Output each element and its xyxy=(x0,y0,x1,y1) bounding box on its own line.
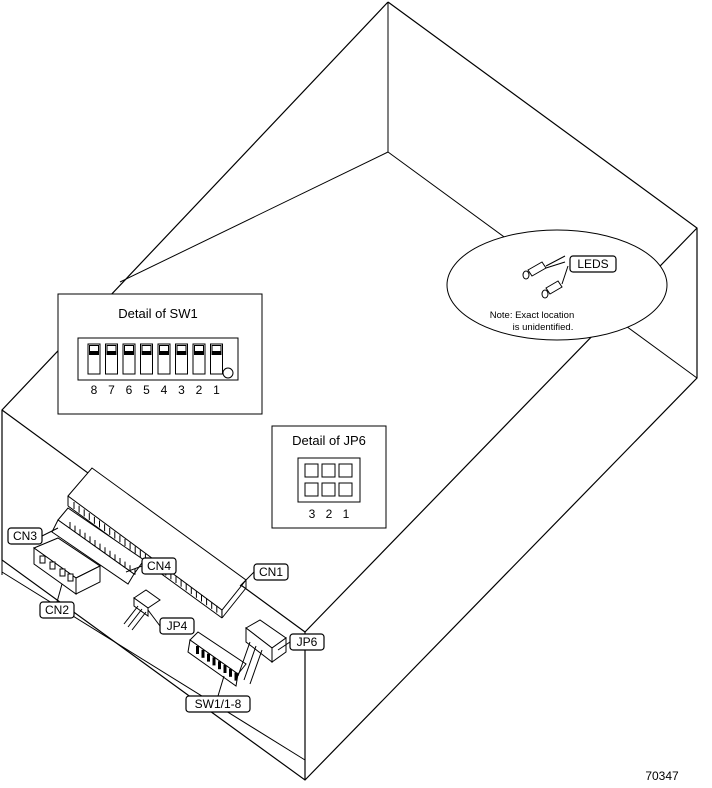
jp6-number: 3 xyxy=(309,507,316,521)
label-jp4: JP4 xyxy=(147,609,195,635)
sw1-number: 3 xyxy=(178,383,185,397)
label-cn1: CN1 xyxy=(239,563,289,587)
svg-text:SW1/1-8: SW1/1-8 xyxy=(195,697,242,711)
led-icon xyxy=(522,255,566,280)
sw1-pin xyxy=(196,646,199,654)
sw1-number: 6 xyxy=(126,383,133,397)
cn4-connector xyxy=(51,507,145,585)
sw1-number: 2 xyxy=(196,383,203,397)
sw1-number: 4 xyxy=(161,383,168,397)
dip-switch xyxy=(192,343,206,375)
detail-jp6-title: Detail of JP6 xyxy=(292,433,366,448)
svg-text:CN4: CN4 xyxy=(147,559,171,573)
sw1-pin xyxy=(207,653,210,662)
sw1-pin xyxy=(201,649,205,658)
svg-text:CN1: CN1 xyxy=(259,565,283,579)
sw1-switch-block xyxy=(187,631,247,687)
label-leds: LEDS xyxy=(569,255,617,273)
note-line-2: is unidentified. xyxy=(513,322,574,333)
jp6-number: 2 xyxy=(326,507,333,521)
jp4-jumper xyxy=(123,589,161,631)
sw1-pin xyxy=(234,672,238,681)
sw1-pin xyxy=(223,665,227,673)
dip-switch xyxy=(157,343,171,375)
svg-text:CN2: CN2 xyxy=(45,603,69,617)
cn2-connector xyxy=(32,537,101,595)
sw1-pin xyxy=(229,668,232,677)
sw1-pin xyxy=(212,657,216,666)
dip-switch xyxy=(175,343,188,375)
jp6-jumper xyxy=(237,619,287,685)
sw1-number: 5 xyxy=(143,383,150,397)
dip-switch xyxy=(87,343,101,375)
dip-switch xyxy=(105,343,118,375)
figure-number: 70347 xyxy=(645,769,679,783)
label-cn2: CN2 xyxy=(39,583,75,619)
svg-text:JP4: JP4 xyxy=(167,619,188,633)
jp6-number: 1 xyxy=(343,507,350,521)
dip-switch xyxy=(122,343,136,375)
detail-sw1-title: Detail of SW1 xyxy=(118,306,197,321)
label-cn3: CN3 xyxy=(7,527,59,545)
leds-callout: LEDS Note: Exact location is unidentifie… xyxy=(446,229,668,341)
svg-text:CN3: CN3 xyxy=(13,529,37,543)
label-cn4: CN4 xyxy=(125,557,177,575)
svg-text:JP6: JP6 xyxy=(297,635,318,649)
label-sw1-pins: SW1/1-8 xyxy=(185,675,251,713)
led-icon xyxy=(541,265,569,299)
sw1-number: 7 xyxy=(108,383,115,397)
sw1-pin xyxy=(218,661,221,670)
note-line-1: Note: Exact location xyxy=(490,310,575,321)
label-jp6: JP6 xyxy=(277,633,325,651)
sw1-number: 8 xyxy=(91,383,98,397)
dip-switch xyxy=(210,343,223,375)
sw1-number: 1 xyxy=(213,383,220,397)
svg-text:LEDS: LEDS xyxy=(577,257,608,271)
dip-switch xyxy=(140,343,153,375)
